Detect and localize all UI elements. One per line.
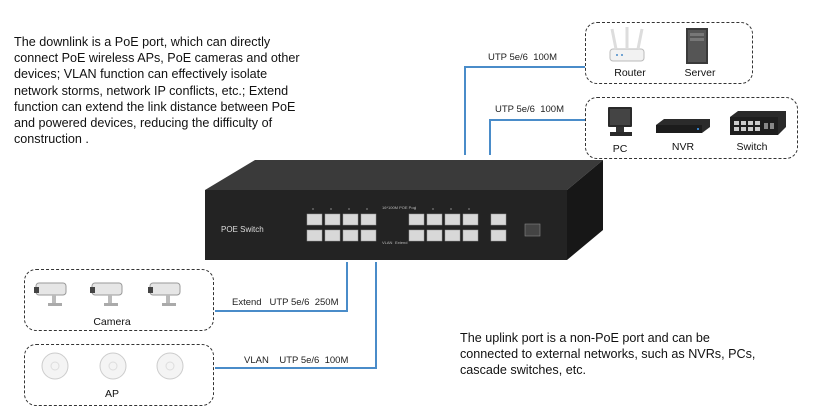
uplink-1-label: UTP 5e/6 100M (488, 52, 558, 63)
router-icon (609, 27, 645, 62)
switch-device-label: Switch (736, 141, 768, 153)
camera-group (24, 269, 214, 331)
switch-extend-mark: Extend (395, 240, 408, 245)
uplink-description: The uplink port is a non-PoE port and ca… (460, 331, 756, 378)
extend-link-label: Extend UTP 5e/6 250M (232, 297, 339, 308)
camera-label: Camera (93, 316, 131, 328)
router-server-group (585, 22, 753, 84)
uplink-2-label: UTP 5e/6 100M (495, 104, 565, 115)
poe-switch-chassis (205, 160, 603, 260)
ap-group (24, 344, 214, 406)
camera-icon (148, 282, 181, 306)
switch-vlan-mark: VLAN (382, 240, 393, 245)
ap-icon (99, 352, 127, 380)
pc-nvr-switch-group (585, 97, 798, 159)
nvr-icon (656, 119, 710, 133)
pc-label: PC (612, 143, 628, 155)
switch-icon (730, 111, 786, 135)
pc-icon (608, 107, 632, 136)
nvr-label: NVR (671, 141, 695, 153)
switch-port-title: 16*100M POE Port (382, 205, 417, 210)
vlan-link-label: VLAN UTP 5e/6 100M (244, 355, 349, 366)
switch-label: POE Switch (221, 225, 264, 234)
router-label: Router (614, 67, 646, 79)
server-icon (686, 28, 708, 64)
camera-icon (90, 282, 123, 306)
ap-label: AP (104, 388, 119, 400)
server-label: Server (684, 67, 716, 79)
downlink-description: The downlink is a PoE port, which can di… (14, 35, 300, 147)
ap-icon (41, 352, 69, 380)
camera-icon (34, 282, 67, 306)
ap-icon (156, 352, 184, 380)
